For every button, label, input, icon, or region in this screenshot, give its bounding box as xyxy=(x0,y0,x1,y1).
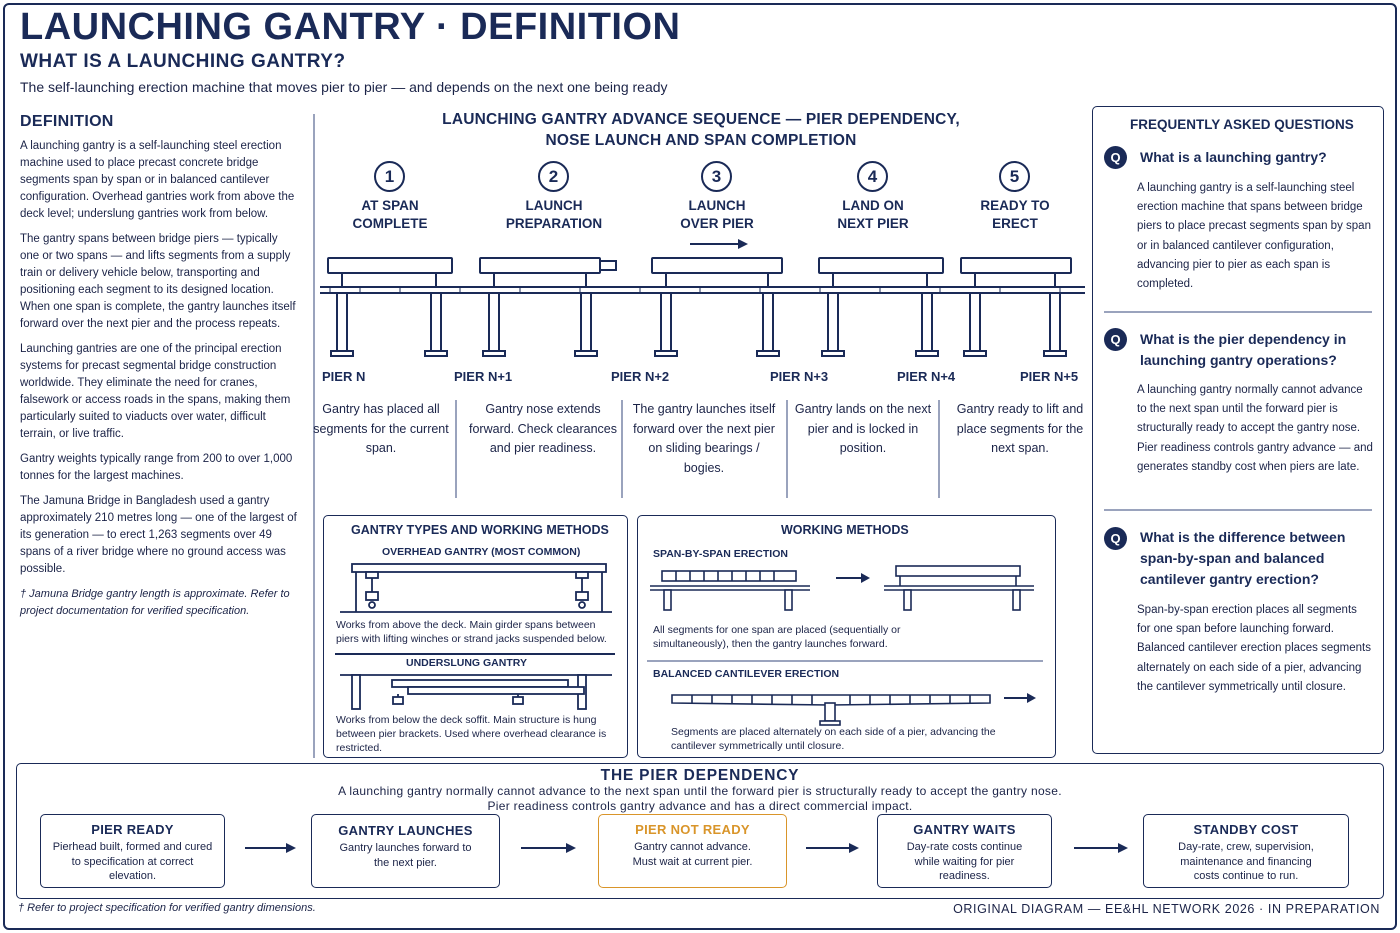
step-divider xyxy=(938,400,940,498)
step-description: Gantry has placed all segments for the c… xyxy=(313,402,449,455)
page-tagline: The self-launching erection machine that… xyxy=(20,79,668,95)
faq-divider xyxy=(1104,311,1372,313)
faq-question: What is a launching gantry? xyxy=(1140,149,1327,165)
faq-answer: A launching gantry is a self-launching s… xyxy=(1137,182,1371,291)
question-icon: Q xyxy=(1104,527,1127,550)
definition-heading: DEFINITION xyxy=(20,113,114,130)
pier-label: PIER N+1 xyxy=(454,369,513,384)
faq-question: What is the difference between span-by-s… xyxy=(1140,529,1346,587)
step-number-circle: 4 xyxy=(857,161,888,192)
faq-divider xyxy=(1104,509,1372,511)
definition-paragraph: The Jamuna Bridge in Bangladesh used a g… xyxy=(20,495,297,575)
definition-paragraph: A launching gantry is a self-launching s… xyxy=(20,140,295,220)
sequence-title: LAUNCHING GANTRY ADVANCE SEQUENCE — PIER… xyxy=(330,109,1072,151)
bridge-piers xyxy=(330,292,1067,357)
step-number-circle: 1 xyxy=(374,161,405,192)
definition-paragraph: Gantry weights typically range from 200 … xyxy=(20,453,293,482)
column-divider xyxy=(313,114,315,758)
footer-note: † Refer to project specification for ver… xyxy=(18,902,316,914)
step-number-circle: 5 xyxy=(999,161,1030,192)
balanced-cantilever-label: BALANCED CANTILEVER ERECTION xyxy=(653,668,840,680)
pier-label: PIER N+2 xyxy=(611,369,670,384)
balanced-cantilever-description: Segments are placed alternately on each … xyxy=(671,726,996,752)
gantry-girder xyxy=(327,257,1072,274)
step-divider xyxy=(786,400,788,498)
step-description: Gantry nose extends forward. Check clear… xyxy=(469,402,617,455)
question-icon: Q xyxy=(1104,328,1127,351)
pier-dependency-text: A launching gantry normally cannot advan… xyxy=(338,784,1062,813)
dependency-card-standby-cost: STANDBY COST Day-rate, crew, supervision… xyxy=(1143,814,1349,888)
definition-note: † Jamuna Bridge gantry length is approxi… xyxy=(20,588,290,617)
step-description: Gantry ready to lift and place segments … xyxy=(956,402,1084,455)
overhead-gantry-description: Works from above the deck. Main girder s… xyxy=(336,619,607,645)
working-methods-box xyxy=(637,515,1056,758)
faq-panel xyxy=(1092,106,1384,754)
gantry-types-title: GANTRY TYPES AND WORKING METHODS xyxy=(351,523,609,537)
question-icon: Q xyxy=(1104,146,1127,169)
definition-column: DEFINITION A launching gantry is a self-… xyxy=(20,113,297,627)
step-description: Gantry lands on the next pier and is loc… xyxy=(794,402,932,455)
dependency-card-pier-ready: PIER READY Pierhead built, formed and cu… xyxy=(40,814,225,888)
underslung-gantry-description: Works from below the deck soffit. Main s… xyxy=(336,714,607,754)
sequence-title-line: NOSE LAUNCH AND SPAN COMPLETION xyxy=(545,132,857,149)
definition-paragraph: Launching gantries are one of the princi… xyxy=(20,343,291,440)
page-frame xyxy=(3,3,1397,930)
dependency-card-gantry-waits: GANTRY WAITS Day-rate costs continue whi… xyxy=(877,814,1052,888)
step-description: The gantry launches itself forward over … xyxy=(632,402,776,475)
sequence-title-line: LAUNCHING GANTRY ADVANCE SEQUENCE — PIER… xyxy=(442,111,960,128)
dependency-card-gantry-launches: GANTRY LAUNCHES Gantry launches forward … xyxy=(311,814,500,888)
step-divider xyxy=(455,400,457,498)
page-subtitle: WHAT IS A LAUNCHING GANTRY? xyxy=(20,51,346,72)
gantry-types-box xyxy=(323,515,628,758)
step-number-circle: 2 xyxy=(538,161,569,192)
pier-label: PIER N+3 xyxy=(770,369,829,384)
pier-dependency-title: THE PIER DEPENDENCY xyxy=(600,767,800,784)
working-methods-title: WORKING METHODS xyxy=(781,523,909,537)
dependency-card-pier-not-ready: PIER NOT READY Gantry cannot advance. Mu… xyxy=(598,814,787,888)
span-by-span-description: All segments for one span are placed (se… xyxy=(653,624,901,650)
pier-label: PIER N+4 xyxy=(897,369,956,384)
launch-direction-arrow xyxy=(690,239,748,249)
step-number-circle: 3 xyxy=(701,161,732,192)
step-divider xyxy=(621,400,623,498)
footer-credit: ORIGINAL DIAGRAM — EE&HL NETWORK 2026 · … xyxy=(953,902,1380,916)
definition-paragraph: The gantry spans between bridge piers — … xyxy=(20,233,296,330)
pier-label: PIER N+5 xyxy=(1020,369,1079,384)
box-divider xyxy=(335,653,615,655)
overhead-gantry-label: OVERHEAD GANTRY (MOST COMMON) xyxy=(382,546,581,558)
faq-answer: A launching gantry normally cannot advan… xyxy=(1137,384,1373,473)
bridge-deck xyxy=(320,286,1085,294)
span-by-span-label: SPAN-BY-SPAN ERECTION xyxy=(653,548,788,560)
gantry-legs xyxy=(341,273,1056,287)
box-divider xyxy=(647,660,1043,662)
pier-label: PIER N xyxy=(322,369,366,384)
page-title: LAUNCHING GANTRY · DEFINITION xyxy=(20,6,681,48)
underslung-gantry-label: UNDERSLUNG GANTRY xyxy=(406,657,527,669)
faq-title: FREQUENTLY ASKED QUESTIONS xyxy=(1130,117,1354,132)
faq-answer: Span-by-span erection places all segment… xyxy=(1137,604,1371,693)
faq-question: What is the pier dependency in launching… xyxy=(1140,331,1347,368)
